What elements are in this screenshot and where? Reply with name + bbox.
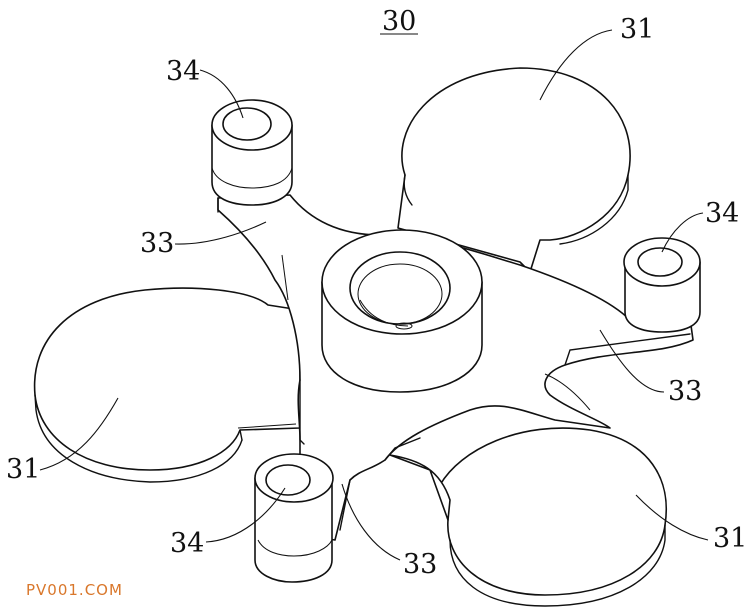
assembly-label: 30 (382, 6, 416, 37)
disc-bottom-right (389, 427, 667, 607)
leader-pin-bottom (205, 487, 286, 543)
pin-bottom (254, 453, 334, 583)
label-pin-right: 34 (705, 198, 739, 229)
pin-top-left (211, 99, 293, 206)
leader-arm-left (174, 221, 267, 245)
leader-disc-top-right (539, 29, 613, 101)
disc-top-right (397, 67, 631, 273)
label-arm-bottom: 33 (403, 549, 437, 580)
label-pin-top-left: 34 (166, 56, 200, 87)
leader-arm-bottom (341, 483, 401, 561)
watermark: PV001.COM (26, 581, 123, 599)
label-pin-bottom: 34 (170, 528, 204, 559)
central-hub (321, 229, 483, 393)
label-arm-left: 33 (140, 228, 174, 259)
leader-pin-right (661, 212, 704, 253)
pin-right (623, 237, 701, 333)
label-disc-top-right: 31 (620, 14, 654, 45)
label-disc-bottom-right: 31 (713, 523, 747, 554)
label-disc-left: 31 (6, 454, 40, 485)
label-arm-right: 33 (668, 376, 702, 407)
leader-disc-bottom-right (635, 494, 709, 541)
leader-arm-right (599, 329, 665, 393)
leader-disc-left (39, 397, 119, 471)
leader-pin-top-left (199, 69, 244, 119)
